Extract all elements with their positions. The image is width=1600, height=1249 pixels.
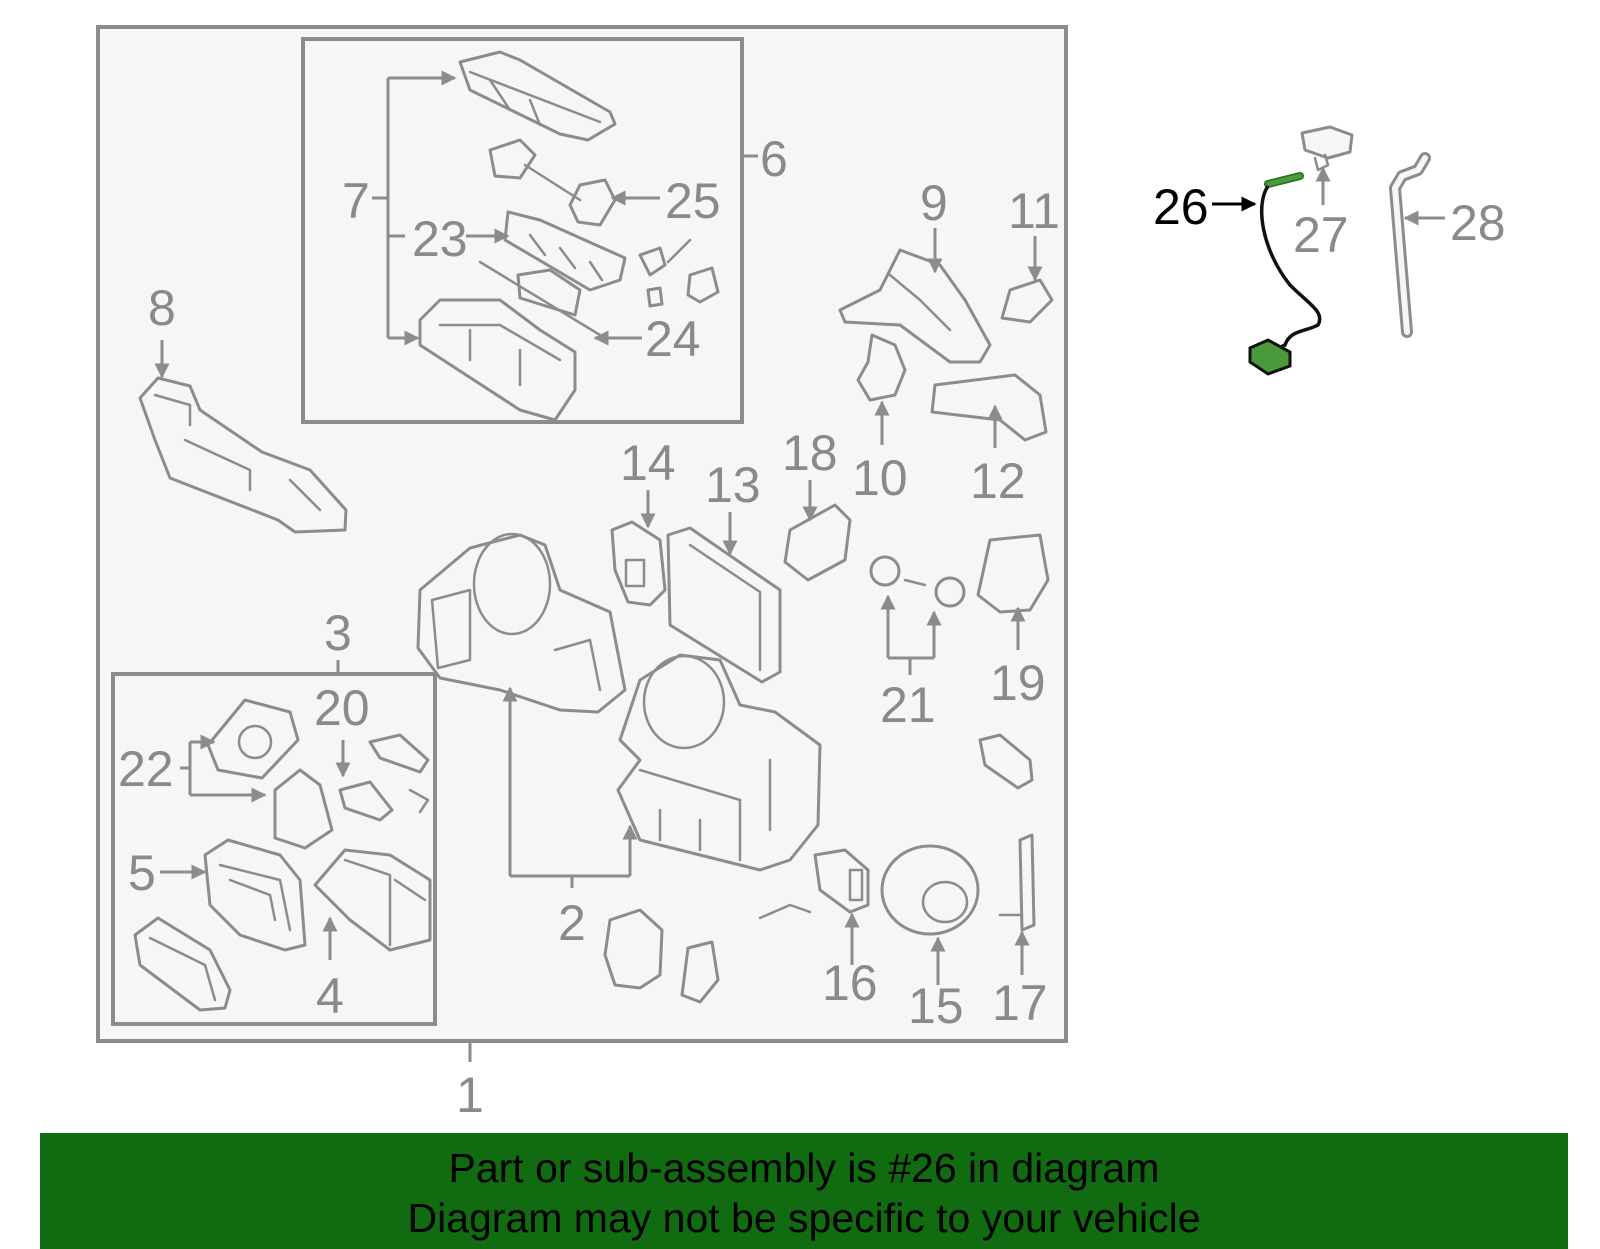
callout-9: 9 <box>920 175 948 231</box>
callout-23: 23 <box>412 211 468 267</box>
banner-line-2: Diagram may not be specific to your vehi… <box>407 1195 1201 1241</box>
callout-3: 3 <box>324 605 352 661</box>
callout-24: 24 <box>645 311 701 367</box>
callout-14: 14 <box>620 435 676 491</box>
callout-11: 11 <box>1008 183 1060 239</box>
part-28 <box>1389 152 1431 338</box>
callout-4: 4 <box>316 968 344 1024</box>
part-21 <box>869 555 966 608</box>
callout-16: 16 <box>822 955 878 1011</box>
callout-19: 19 <box>990 655 1046 711</box>
part-2 <box>416 532 822 872</box>
part-16 <box>813 848 870 914</box>
leader-group-22 <box>180 734 267 803</box>
part-19 <box>976 533 1050 614</box>
part-hose <box>758 903 812 920</box>
callout-26: 26 <box>1153 179 1209 235</box>
part-8 <box>138 376 348 534</box>
part-13 <box>666 526 782 684</box>
part-bracket <box>978 733 1034 790</box>
part-9 <box>838 248 992 364</box>
callout-2: 2 <box>558 895 586 951</box>
callout-18: 18 <box>782 425 838 481</box>
part-27 <box>1300 125 1354 172</box>
callout-6: 6 <box>760 131 788 187</box>
callout-15: 15 <box>908 978 964 1034</box>
callout-13: 13 <box>705 457 761 513</box>
part-group-box-3 <box>133 698 432 1012</box>
part-14 <box>610 520 667 607</box>
callout-8: 8 <box>148 280 176 336</box>
callout-28: 28 <box>1450 195 1506 251</box>
leader-group-7 <box>372 70 457 346</box>
callout-25: 25 <box>665 173 721 229</box>
leader-group-2 <box>502 686 638 888</box>
banner-line-1: Part or sub-assembly is #26 in diagram <box>448 1145 1160 1191</box>
part-11 <box>1000 278 1054 324</box>
callout-17: 17 <box>992 975 1048 1031</box>
callout-10: 10 <box>852 450 908 506</box>
callout-27: 27 <box>1293 207 1349 263</box>
callout-21: 21 <box>880 677 936 733</box>
callout-12: 12 <box>970 453 1026 509</box>
callout-1: 1 <box>456 1067 484 1123</box>
part-18 <box>783 503 852 582</box>
callout-7: 7 <box>342 173 370 229</box>
part-10 <box>856 333 907 402</box>
part-15 <box>880 844 980 936</box>
callout-20: 20 <box>314 680 370 736</box>
part-17 <box>998 833 1036 932</box>
part-group-box-6 <box>418 50 720 422</box>
part-2-cap <box>603 908 664 990</box>
part-26-harness <box>1248 172 1322 376</box>
callout-22: 22 <box>118 741 174 797</box>
leader-group-21 <box>880 594 942 675</box>
callout-5: 5 <box>128 845 156 901</box>
part-2-clip <box>680 940 720 1004</box>
info-banner: Part or sub-assembly is #26 in diagram D… <box>40 1133 1568 1249</box>
